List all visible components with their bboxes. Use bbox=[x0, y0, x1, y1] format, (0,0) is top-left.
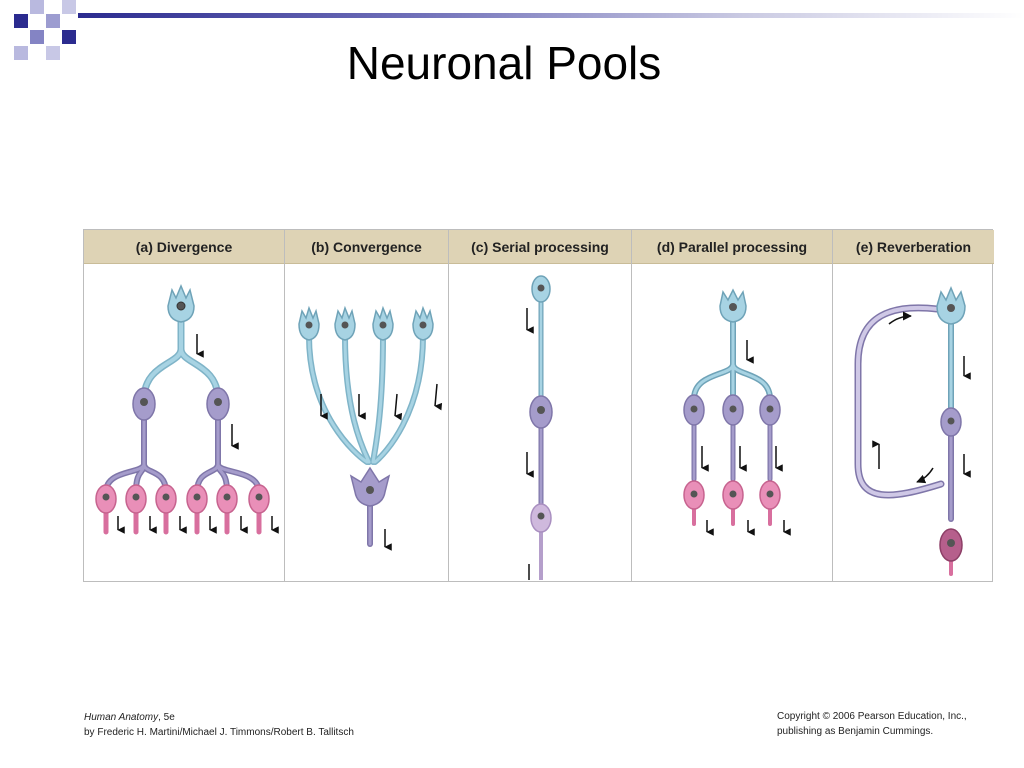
panel-reverberation: (e) Reverberation bbox=[833, 230, 994, 581]
serial-processing-diagram bbox=[526, 275, 553, 580]
corner-squares-decoration bbox=[0, 0, 120, 70]
reverberation-diagram bbox=[854, 286, 971, 576]
convergence-diagram bbox=[298, 305, 443, 551]
copyright-line-2: publishing as Benjamin Cummings. bbox=[777, 726, 934, 737]
parallel-processing-diagram bbox=[683, 288, 791, 536]
slide-title: Neuronal Pools bbox=[346, 37, 662, 89]
panel-label-serial-processing: (c) Serial processing bbox=[449, 230, 631, 264]
panel-serial-processing: (c) Serial processing bbox=[449, 230, 632, 581]
book-authors: by Frederic H. Martini/Michael J. Timmon… bbox=[84, 727, 354, 738]
book-edition: , 5e bbox=[158, 712, 175, 723]
book-credit: Human Anatomy, 5e by Frederic H. Martini… bbox=[84, 710, 354, 740]
divergence-diagram bbox=[95, 284, 279, 535]
book-title: Human Anatomy bbox=[84, 712, 159, 723]
panel-convergence: (b) Convergence bbox=[285, 230, 449, 581]
panel-label-reverberation: (e) Reverberation bbox=[833, 230, 994, 264]
copyright-notice: Copyright © 2006 Pearson Education, Inc.… bbox=[777, 709, 967, 739]
panel-parallel-processing: (d) Parallel processing bbox=[632, 230, 833, 581]
panel-label-divergence: (a) Divergence bbox=[84, 230, 284, 264]
title-accent-bar bbox=[78, 13, 1024, 18]
panel-divergence: (a) Divergence bbox=[84, 230, 285, 581]
neuronal-pools-figure: (a) Divergence bbox=[83, 229, 994, 582]
panel-label-convergence: (b) Convergence bbox=[285, 230, 448, 264]
copyright-line-1: Copyright © 2006 Pearson Education, Inc.… bbox=[777, 711, 967, 722]
panel-label-parallel-processing: (d) Parallel processing bbox=[632, 230, 832, 264]
